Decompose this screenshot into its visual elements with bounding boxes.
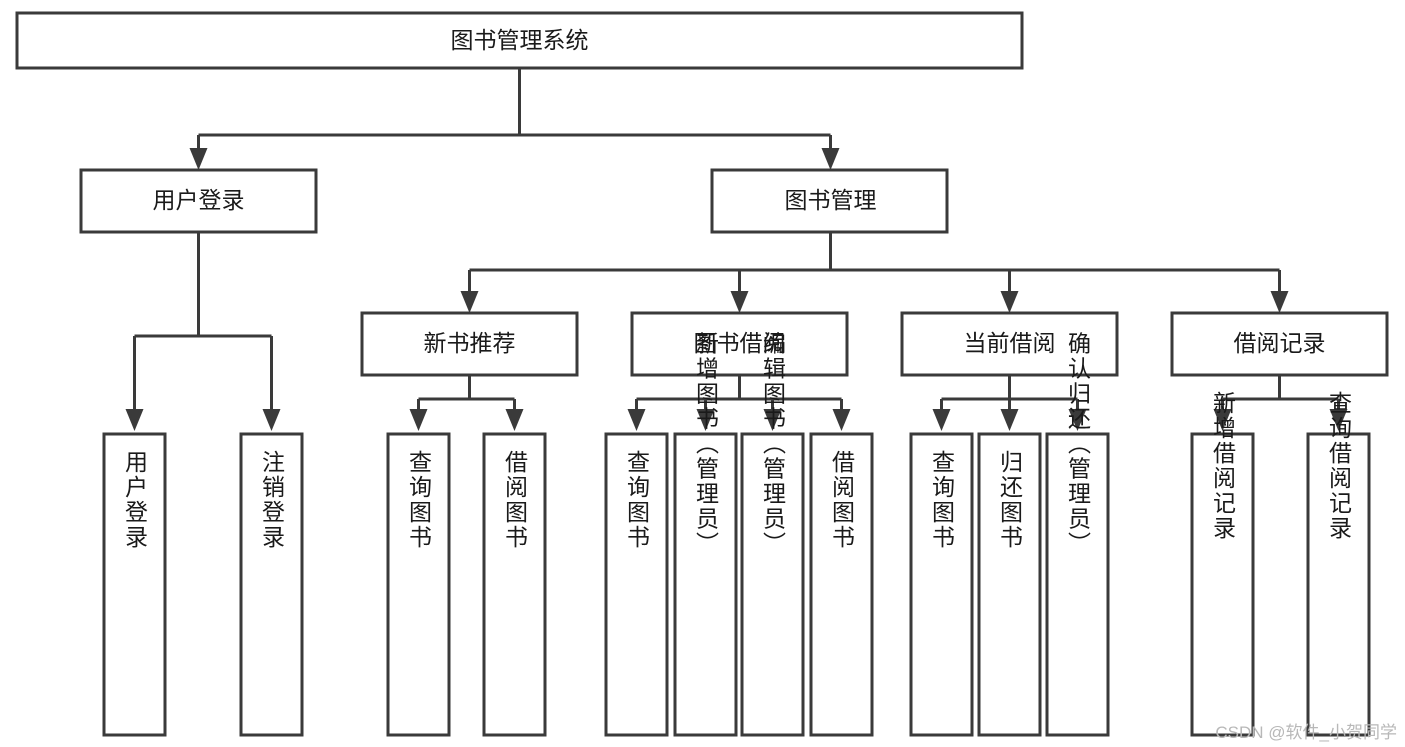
arrow-icon-leaf-newbook-2 [505,409,524,431]
leaf-book-borrow-3-label: 编辑图书（管理员） [760,332,787,557]
node-book-borrow[interactable]: 图书借阅 [630,311,849,377]
node-book-manage-label: 图书管理 [785,187,877,213]
node-new-book-recommend[interactable]: 新书推荐 [360,311,579,377]
leaf-book-borrow-2-label: 新增图书（管理员） [693,332,720,557]
arrow-icon-leaf-bookborrow-4 [832,409,851,431]
node-user-login[interactable]: 用户登录 [79,168,318,234]
node-user-login-label: 用户登录 [153,187,245,213]
node-book-manage-box[interactable] [710,168,949,234]
leaf-book-borrow-1[interactable]: 查询图书 [604,432,669,737]
node-new-book-recommend-label: 新书推荐 [424,330,516,356]
leaf-user-login-1-label: 用户登录 [122,450,149,550]
leaf-user-login-2-label: 注销登录 [259,450,286,550]
arrow-icon-leaf-currentborrow-1 [932,409,951,431]
leaf-new-book-recommend-1-label: 查询图书 [406,450,433,550]
leaf-borrow-record-2-box[interactable] [1306,432,1371,737]
leaf-book-borrow-4-box[interactable] [809,432,874,737]
leaf-new-book-recommend-2-label: 借阅图书 [502,450,529,550]
node-root-system-box[interactable] [15,11,1024,70]
leaf-current-borrow-2-label: 归还图书 [997,450,1024,550]
arrow-icon-book-borrow [730,291,749,313]
leaf-current-borrow-3[interactable]: 确认归还（管理员） [1045,332,1110,737]
node-book-manage[interactable]: 图书管理 [710,168,949,234]
arrow-icon-book-manage [821,148,840,170]
node-book-borrow-box[interactable] [630,311,849,377]
connector-layer [125,68,1348,431]
arrow-icon-leaf-user-login-1 [125,409,144,431]
node-root-system[interactable]: 图书管理系统 [15,11,1024,70]
node-borrow-record-box[interactable] [1170,311,1389,377]
arrow-icon-leaf-currentborrow-2 [1000,409,1019,431]
arrow-icon-leaf-newbook-1 [409,409,428,431]
leaf-book-borrow-3[interactable]: 编辑图书（管理员） [740,332,805,737]
leaf-user-login-1[interactable]: 用户登录 [102,432,167,737]
leaf-new-book-recommend-1[interactable]: 查询图书 [386,432,451,737]
leaf-current-borrow-1[interactable]: 查询图书 [909,432,974,737]
leaf-current-borrow-3-label: 确认归还（管理员） [1065,332,1092,557]
leaf-book-borrow-2[interactable]: 新增图书（管理员） [673,332,738,737]
leaf-book-borrow-1-box[interactable] [604,432,669,737]
leaf-new-book-recommend-2[interactable]: 借阅图书 [482,432,547,737]
leaf-current-borrow-1-label: 查询图书 [929,450,956,550]
leaf-new-book-recommend-2-box[interactable] [482,432,547,737]
node-current-borrow-box[interactable] [900,311,1119,377]
leaf-book-borrow-2-box[interactable] [673,432,738,737]
leaf-current-borrow-1-box[interactable] [909,432,974,737]
leaf-borrow-record-2[interactable]: 查询借阅记录 [1306,391,1371,737]
arrow-icon-new-book-recommend [460,291,479,313]
node-current-borrow[interactable]: 当前借阅 [900,311,1119,377]
arrow-icon-user-login [189,148,208,170]
node-root-system-label: 图书管理系统 [451,27,589,53]
node-borrow-record-label: 借阅记录 [1234,330,1326,356]
leaf-new-book-recommend-1-box[interactable] [386,432,451,737]
node-new-book-recommend-box[interactable] [360,311,579,377]
leaf-borrow-record-1-label: 新增借阅记录 [1210,391,1237,541]
leaf-borrow-record-1-box[interactable] [1190,432,1255,737]
leaf-book-borrow-1-label: 查询图书 [624,450,651,550]
node-current-borrow-label: 当前借阅 [964,330,1056,356]
node-book-borrow-label: 图书借阅 [694,330,786,356]
leaf-user-login-2[interactable]: 注销登录 [239,432,304,737]
leaf-user-login-2-box[interactable] [239,432,304,737]
leaf-current-borrow-2-box[interactable] [977,432,1042,737]
leaf-borrow-record-1[interactable]: 新增借阅记录 [1190,391,1255,737]
arrow-icon-borrow-record [1270,291,1289,313]
arrow-icon-leaf-bookborrow-1 [627,409,646,431]
arrow-icon-leaf-user-login-2 [262,409,281,431]
arrow-icon-current-borrow [1000,291,1019,313]
leaf-book-borrow-4[interactable]: 借阅图书 [809,432,874,737]
leaf-book-borrow-3-box[interactable] [740,432,805,737]
leaf-user-login-1-box[interactable] [102,432,167,737]
leaf-borrow-record-2-label: 查询借阅记录 [1326,391,1353,541]
leaf-current-borrow-2[interactable]: 归还图书 [977,432,1042,737]
leaf-current-borrow-3-box[interactable] [1045,432,1110,737]
leaf-book-borrow-4-label: 借阅图书 [829,450,856,550]
node-user-login-box[interactable] [79,168,318,234]
node-borrow-record[interactable]: 借阅记录 [1170,311,1389,377]
